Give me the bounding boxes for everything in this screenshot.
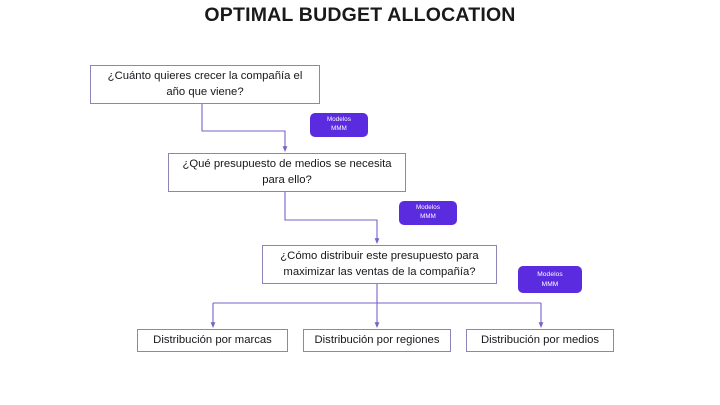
flow-node-outcome-medios[interactable]: Distribución por medios	[466, 329, 614, 352]
badge-label-line2: MMM	[331, 125, 347, 132]
flow-node-question-1[interactable]: ¿Cuánto quieres crecer la compañía el añ…	[90, 65, 320, 104]
badge-label-line1: Modelos	[537, 270, 563, 278]
edge-q3-fanout	[210, 284, 544, 328]
edge-q2-to-q3	[284, 192, 380, 244]
flow-node-outcome-regiones[interactable]: Distribución por regiones	[303, 329, 451, 352]
badge-label-line1: Modelos	[326, 116, 352, 124]
flow-node-outcome-marcas[interactable]: Distribución por marcas	[137, 329, 288, 352]
page-title: OPTIMAL BUDGET ALLOCATION	[204, 4, 516, 26]
flow-node-question-3[interactable]: ¿Cómo distribuir este presupuesto para m…	[262, 245, 497, 284]
flow-node-question-2[interactable]: ¿Qué presupuesto de medios se necesita p…	[168, 153, 406, 192]
badge-modelos-mmm-1[interactable]: Modelos MMM	[310, 113, 368, 137]
badge-label-line2: MMM	[541, 280, 559, 288]
badge-modelos-mmm-2[interactable]: Modelos MMM	[399, 201, 457, 225]
badge-label-line2: MMM	[420, 213, 436, 220]
edge-q1-to-q2	[201, 104, 288, 152]
badge-modelos-mmm-3[interactable]: Modelos MMM	[518, 266, 582, 293]
badge-label-line1: Modelos	[415, 204, 441, 212]
